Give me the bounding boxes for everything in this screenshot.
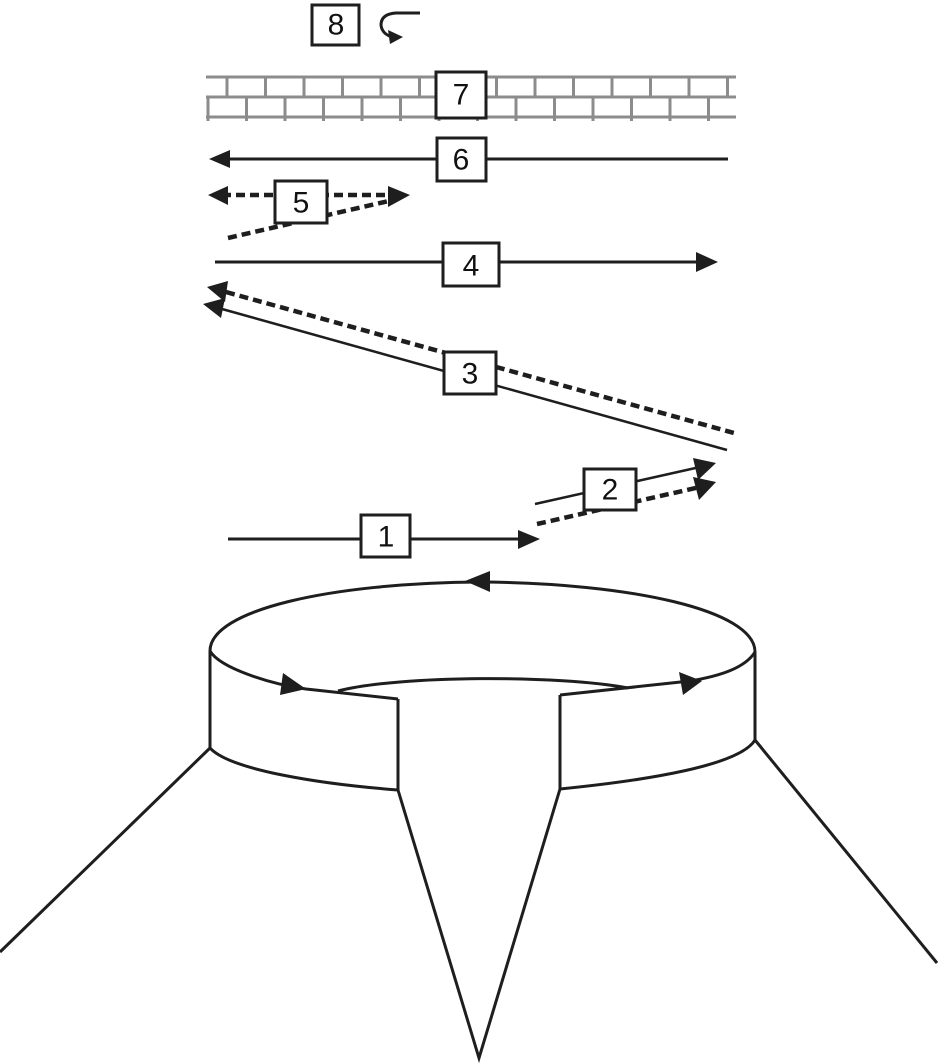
arrow-1: 1	[228, 513, 540, 559]
ring-structure	[0, 571, 939, 1063]
arrow-2: 2	[534, 458, 716, 527]
label-2-text: 2	[602, 474, 619, 507]
label-1-box	[359, 513, 412, 559]
label-6-text: 6	[453, 144, 470, 177]
label-3-text: 3	[462, 358, 479, 391]
label-8-box	[310, 3, 361, 47]
label-2-box	[582, 467, 638, 512]
label-6-box	[435, 136, 488, 183]
arrow-4: 4	[215, 241, 718, 288]
label-7-box	[434, 70, 488, 120]
arrow-6: 6	[209, 136, 728, 183]
brick-wall: 7	[206, 70, 736, 121]
label-3-box	[442, 350, 498, 396]
arrow-3: 3	[203, 281, 735, 452]
label-8-text: 8	[328, 9, 345, 42]
curved-return-arrow-icon	[379, 11, 420, 44]
label-4-text: 4	[463, 250, 480, 283]
label-4-box	[441, 241, 501, 288]
label-5-box	[273, 179, 329, 225]
label-1-text: 1	[378, 521, 395, 554]
label-5-text: 5	[293, 187, 310, 220]
label-7-text: 7	[453, 79, 470, 112]
arrow-5: 5	[208, 179, 410, 241]
label-8-group: 8	[310, 3, 420, 47]
